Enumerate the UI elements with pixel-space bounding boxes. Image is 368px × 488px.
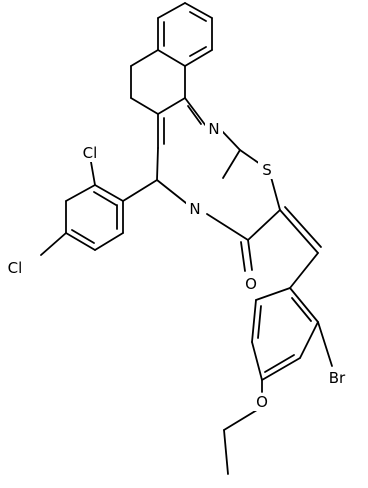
svg-text:S: S (262, 161, 272, 179)
svg-text:Br: Br (329, 369, 346, 387)
imine-nitrogen-atom: N (205, 120, 223, 138)
svg-text:N: N (189, 200, 200, 218)
svg-text:O: O (256, 393, 268, 411)
atom-layer: N N S O Cl Cl Br O (3, 120, 350, 411)
svg-text:Cl: Cl (8, 259, 23, 277)
para-chlorine-atom: Cl (3, 259, 27, 277)
bond-layer (40, 2, 333, 475)
ortho-chlorine-atom: Cl (78, 144, 102, 162)
ether-oxygen-atom: O (253, 393, 271, 411)
carbonyl-oxygen-atom: O (242, 275, 260, 293)
svg-text:Cl: Cl (83, 144, 98, 162)
svg-text:O: O (245, 275, 257, 293)
ring-nitrogen-atom: N (186, 200, 204, 218)
sulfur-atom: S (258, 161, 276, 179)
bromine-atom: Br (324, 369, 350, 387)
svg-text:N: N (208, 120, 219, 138)
